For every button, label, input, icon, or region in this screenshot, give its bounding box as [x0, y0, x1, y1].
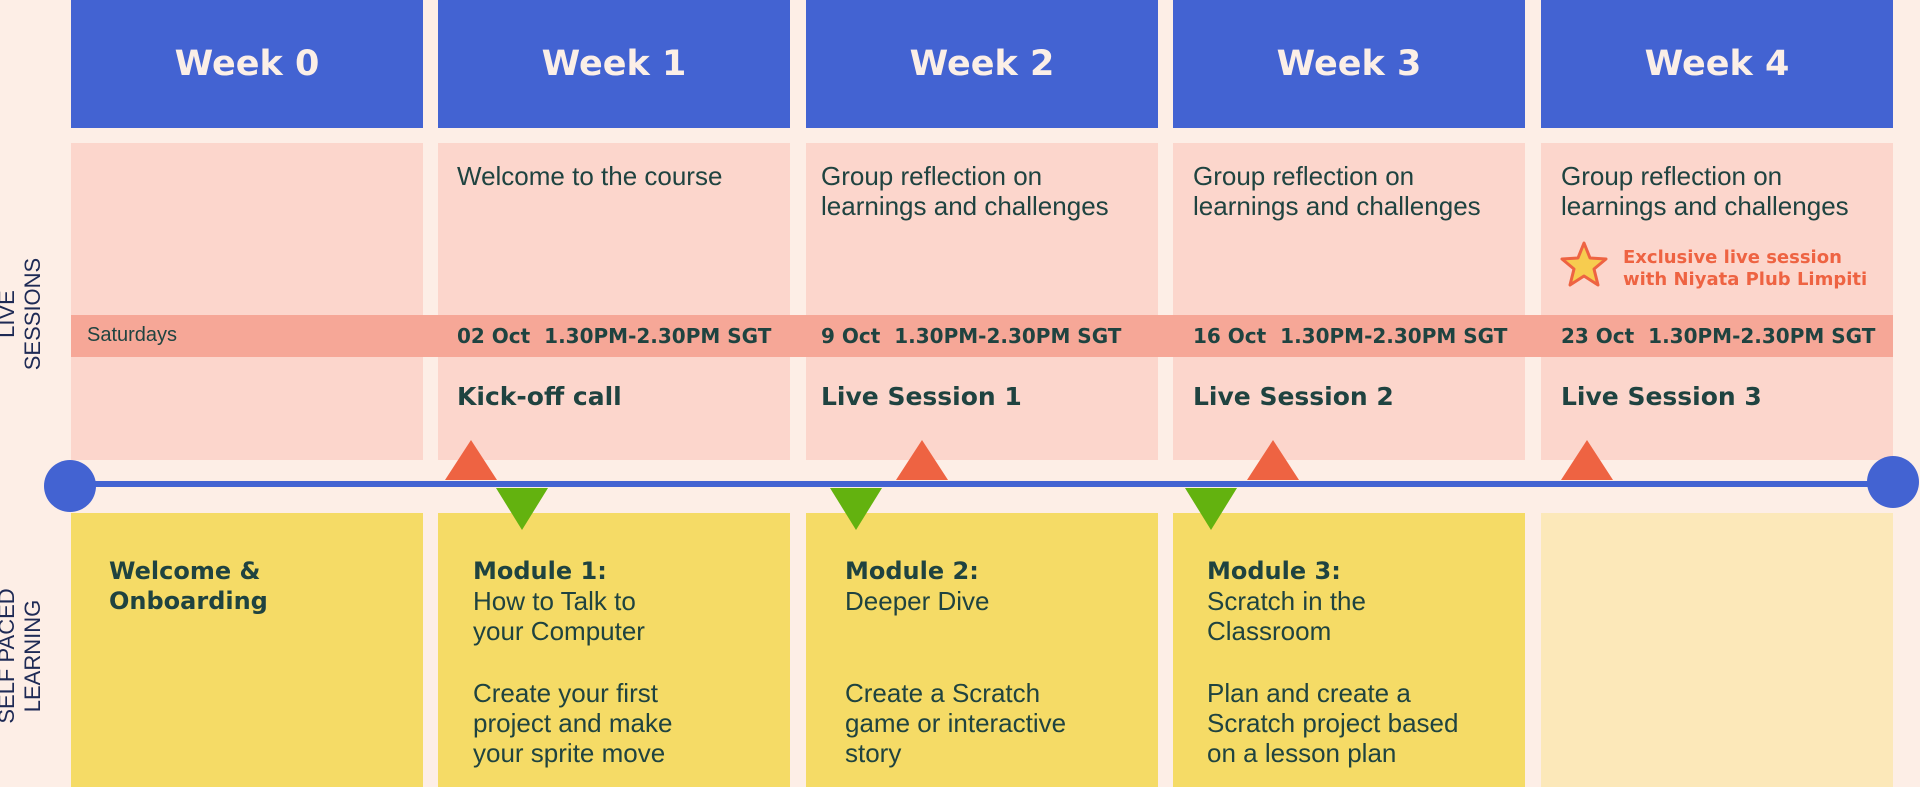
- module-subtitle-line: Scratch in the: [1207, 586, 1366, 616]
- live-session-marker-icon: [1247, 440, 1299, 480]
- module-1-description: Create your first project and make your …: [473, 678, 672, 768]
- session-date: 16 Oct: [1193, 324, 1267, 348]
- session-datetime-week-4: 23 Oct 1.30PM-2.30PM SGT: [1561, 324, 1875, 348]
- session-title-week-3: Live Session 2: [1193, 382, 1394, 411]
- exclusive-line2: with Niyata Plub Limpiti: [1623, 269, 1868, 290]
- exclusive-line1: Exclusive live session: [1623, 247, 1842, 268]
- timeline: [44, 440, 1919, 530]
- session-date: 9 Oct: [821, 324, 881, 348]
- module-desc-line: project and make: [473, 708, 673, 738]
- live-panel-week-2: [806, 143, 1158, 460]
- onboarding-line2: Onboarding: [109, 587, 268, 615]
- session-time: 1.30PM-2.30PM SGT: [1648, 324, 1876, 348]
- live-session-marker-icon: [1561, 440, 1613, 480]
- module-subtitle-line: your Computer: [473, 616, 645, 646]
- session-datetime-week-2: 9 Oct 1.30PM-2.30PM SGT: [821, 324, 1121, 348]
- module-2-title: Module 2:: [845, 557, 979, 585]
- live-session-marker-icon: [445, 440, 497, 480]
- schedule-label: Saturdays: [87, 324, 178, 346]
- session-title-week-1: Kick-off call: [457, 382, 622, 411]
- module-3-title: Module 3:: [1207, 557, 1341, 585]
- module-marker-icon: [830, 488, 882, 530]
- self-label-line2: LEARNING: [20, 599, 45, 713]
- star-icon: [1560, 241, 1608, 287]
- timeline-endpoint-icon: [1867, 456, 1919, 508]
- module-desc-line: Create a Scratch: [845, 678, 1041, 708]
- session-title-week-2: Live Session 1: [821, 382, 1022, 411]
- self-panel-week-2: [806, 513, 1158, 787]
- live-panel-week-3: [1173, 143, 1525, 460]
- session-datetime-week-1: 02 Oct 1.30PM-2.30PM SGT: [457, 324, 771, 348]
- module-marker-icon: [496, 488, 548, 530]
- session-datetime-week-3: 16 Oct 1.30PM-2.30PM SGT: [1193, 324, 1507, 348]
- week-0-header: Week 0: [71, 0, 423, 128]
- module-desc-line: Scratch project based: [1207, 708, 1459, 738]
- module-1-subtitle: How to Talk to your Computer: [473, 586, 645, 646]
- module-desc-line: your sprite move: [473, 738, 666, 768]
- live-label-line1: LIVE: [0, 290, 19, 338]
- session-date: 23 Oct: [1561, 324, 1635, 348]
- module-subtitle-line: Classroom: [1207, 616, 1332, 646]
- session-description-week-1: Welcome to the course: [457, 161, 723, 191]
- module-desc-line: game or interactive: [845, 708, 1067, 738]
- module-3-subtitle: Scratch in the Classroom: [1207, 586, 1366, 646]
- self-panel-week-1: [438, 513, 790, 787]
- module-desc-line: story: [845, 738, 902, 768]
- session-title-week-4: Live Session 3: [1561, 382, 1762, 411]
- live-panel-week-1: [438, 143, 790, 460]
- week-1-header: Week 1: [438, 0, 790, 128]
- module-3-description: Plan and create a Scratch project based …: [1207, 678, 1458, 768]
- session-description-week-3: Group reflection on learnings and challe…: [1193, 161, 1481, 221]
- module-subtitle-line: Deeper Dive: [845, 586, 990, 616]
- onboarding-line1: Welcome &: [109, 557, 261, 585]
- session-time: 1.30PM-2.30PM SGT: [1280, 324, 1508, 348]
- module-subtitle-line: How to Talk to: [473, 586, 636, 616]
- module-desc-line: Create your first: [473, 678, 658, 708]
- week-2-header: Week 2: [806, 0, 1158, 128]
- module-desc-line: Plan and create a: [1207, 678, 1411, 708]
- session-time-band: [71, 315, 1893, 357]
- session-time: 1.30PM-2.30PM SGT: [894, 324, 1122, 348]
- live-panel-week-0: [71, 143, 423, 460]
- self-panel-week-4: [1541, 513, 1893, 787]
- module-2-description: Create a Scratch game or interactive sto…: [845, 678, 1066, 768]
- live-panel-week-4: [1541, 143, 1893, 460]
- module-desc-line: on a lesson plan: [1207, 738, 1397, 768]
- session-description-week-2: Group reflection on learnings and challe…: [821, 161, 1109, 221]
- self-panel-week-3: [1173, 513, 1525, 787]
- week-3-header: Week 3: [1173, 0, 1525, 128]
- live-sessions-row-label: LIVE SESSIONS: [0, 239, 46, 389]
- self-panel-week-0: [71, 513, 423, 787]
- timeline-endpoint-icon: [44, 460, 96, 512]
- module-1-title: Module 1:: [473, 557, 607, 585]
- onboarding-title: Welcome & Onboarding: [109, 556, 268, 616]
- module-2-subtitle: Deeper Dive: [845, 586, 990, 616]
- session-time: 1.30PM-2.30PM SGT: [544, 324, 772, 348]
- self-paced-row-label: SELF PACED LEARNING: [0, 566, 46, 746]
- week-4-header: Week 4: [1541, 0, 1893, 128]
- live-label-line2: SESSIONS: [20, 257, 45, 371]
- session-description-week-4: Group reflection on learnings and challe…: [1561, 161, 1849, 221]
- session-date: 02 Oct: [457, 324, 531, 348]
- self-label-line1: SELF PACED: [0, 588, 19, 724]
- module-marker-icon: [1185, 488, 1237, 530]
- live-session-marker-icon: [896, 440, 948, 480]
- exclusive-session-note: Exclusive live session with Niyata Plub …: [1623, 247, 1867, 291]
